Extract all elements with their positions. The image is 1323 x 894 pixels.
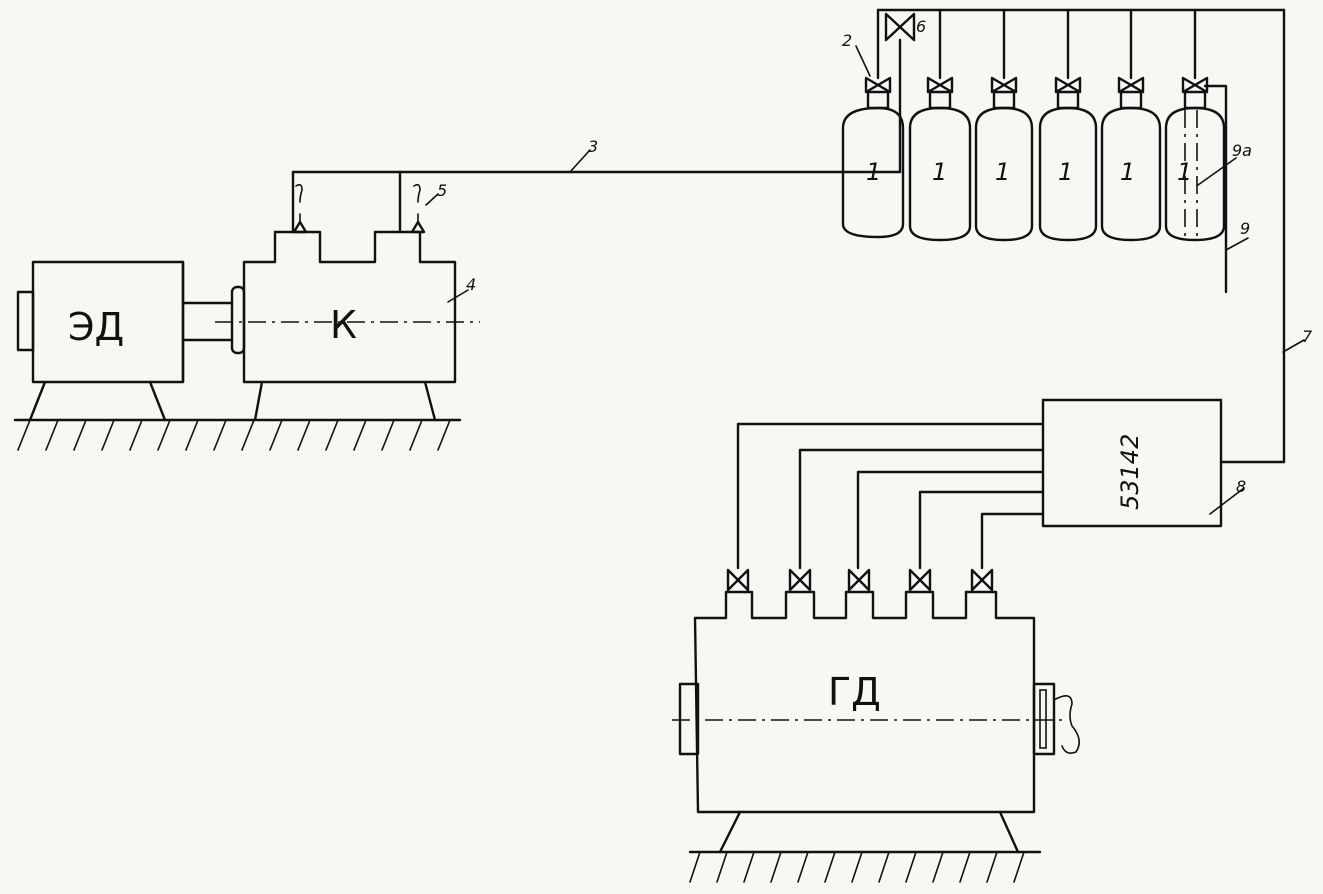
callout-9a: 9а <box>1232 141 1252 160</box>
control-lines <box>736 422 1045 570</box>
callout-6: 6 <box>916 17 926 36</box>
control-unit-label: 53142 <box>1116 434 1144 510</box>
cylinder-number: 1 <box>995 158 1010 186</box>
main-valve-6: 6 <box>884 12 926 42</box>
callout-4: 4 <box>466 275 476 294</box>
callout-5: 5 <box>437 181 447 200</box>
cylinder-number: 1 <box>866 158 881 186</box>
gas-engine: ГД <box>672 568 1080 854</box>
cylinder-number: 1 <box>1177 158 1192 186</box>
cylinder: 1 <box>841 76 905 239</box>
callout-9: 9 <box>1240 219 1250 238</box>
electric-motor: ЭД <box>16 260 185 422</box>
shaft-coupling <box>181 285 246 355</box>
ground-bottom <box>688 850 1042 883</box>
cylinder: 1 <box>1100 76 1162 242</box>
callout-3: 3 <box>588 137 598 156</box>
cylinder: 1 <box>974 76 1034 242</box>
compressor: К 4 5 <box>215 181 480 422</box>
callout-7: 7 <box>1302 327 1313 346</box>
gas-engine-label: ГД <box>828 670 881 714</box>
cylinder: 1 <box>908 76 972 242</box>
callout-8: 8 <box>1236 477 1246 496</box>
callout-2: 2 <box>842 31 852 50</box>
cylinder-number: 1 <box>1120 158 1135 186</box>
electric-motor-label: ЭД <box>68 305 124 349</box>
cylinder-bank: 1 1 1 1 1 <box>841 31 1252 294</box>
manifold: 7 <box>876 8 1313 464</box>
cylinder-number: 1 <box>932 158 947 186</box>
cylinder: 1 <box>1038 76 1098 242</box>
cylinder: 1 <box>1164 76 1226 242</box>
pipeline-3: 3 <box>291 137 902 234</box>
ground-left <box>13 418 462 451</box>
cylinder-number: 1 <box>1058 158 1073 186</box>
compressor-label: К <box>330 303 357 347</box>
control-unit: 53142 8 <box>1041 398 1246 528</box>
